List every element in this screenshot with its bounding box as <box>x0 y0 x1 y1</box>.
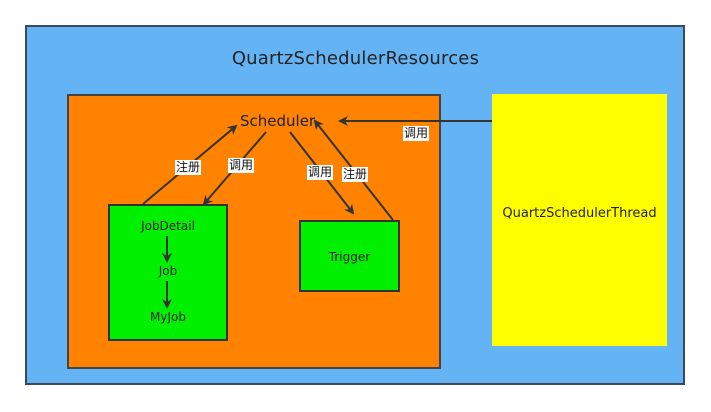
trigger-label: Trigger <box>328 250 371 264</box>
trigger-box <box>299 220 400 292</box>
myjob-label: MyJob <box>150 310 186 324</box>
quartz-scheduler-thread-box <box>492 94 667 346</box>
edge-label-call-left: 调用 <box>228 158 255 173</box>
edge-label-register-left: 注册 <box>175 160 202 175</box>
quartz-scheduler-thread-label: QuartzSchedulerThread <box>502 206 657 221</box>
scheduler-label: Scheduler <box>240 112 316 130</box>
container-title: QuartzSchedulerResources <box>231 48 480 69</box>
edge-label-call-right: 调用 <box>307 165 334 180</box>
job-label: Job <box>158 264 178 278</box>
edge-label-register-right: 注册 <box>342 167 369 182</box>
jobdetail-label: JobDetail <box>141 219 195 233</box>
edge-label-call-thread: 调用 <box>403 126 430 141</box>
jobdetail-box <box>108 204 228 341</box>
